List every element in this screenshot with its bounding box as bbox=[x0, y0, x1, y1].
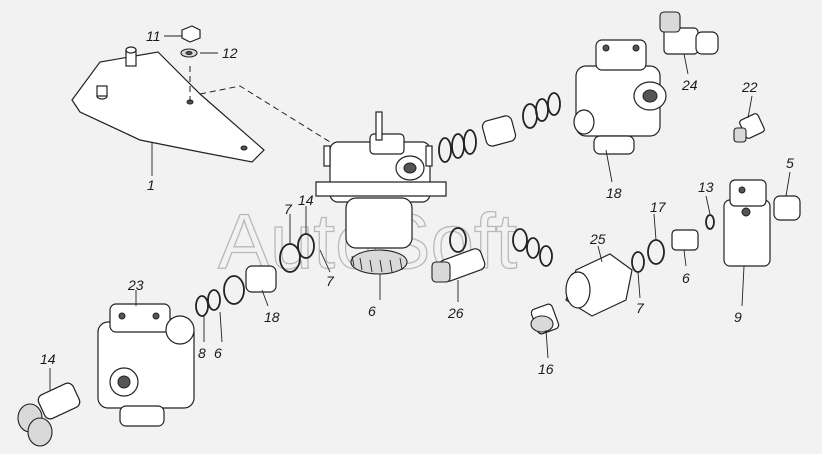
callout-17: 25 bbox=[589, 231, 606, 247]
callout-7-right: 17 bbox=[650, 199, 667, 215]
elbow-fitting bbox=[733, 113, 765, 143]
callout-18-upper: 18 bbox=[606, 185, 622, 201]
drain-plug bbox=[530, 303, 560, 335]
callout-9: 6 bbox=[682, 270, 690, 286]
right-valve-body bbox=[723, 179, 771, 267]
callout-8: 18 bbox=[264, 309, 280, 325]
leader-lines bbox=[49, 35, 791, 390]
callout-5: 5 bbox=[786, 155, 794, 171]
callout-18-lower: 23 bbox=[127, 277, 144, 293]
callout-22: 22 bbox=[741, 79, 758, 95]
right-plug bbox=[773, 195, 801, 221]
right-seal-ring bbox=[705, 214, 715, 230]
double-connector bbox=[17, 382, 81, 447]
seal-ring bbox=[631, 251, 645, 273]
left-seal-rings bbox=[195, 233, 315, 317]
callout-25: 26 bbox=[447, 305, 464, 321]
callout-6-right: 7 bbox=[636, 300, 645, 316]
callout-21: 14 bbox=[40, 351, 56, 367]
callout-11: 11 bbox=[146, 28, 161, 44]
elbow-connector bbox=[431, 248, 486, 283]
middle-seal-rings bbox=[449, 227, 553, 267]
callout-26: 6 bbox=[368, 303, 376, 319]
callout-24: 24 bbox=[681, 77, 698, 93]
callout-6-center: 7 bbox=[326, 273, 335, 289]
callout-23: 16 bbox=[538, 361, 554, 377]
lower-left-valve bbox=[97, 303, 195, 427]
nut bbox=[181, 25, 201, 43]
mounting-dash-line bbox=[199, 85, 331, 143]
upper-right-valve bbox=[573, 39, 667, 155]
tube-connector bbox=[565, 253, 633, 317]
callout-6-left: 8 bbox=[198, 345, 206, 361]
bracket-plate bbox=[71, 46, 265, 163]
callout-1: 1 bbox=[147, 177, 155, 193]
callout-14-center: 14 bbox=[298, 192, 314, 208]
upper-seal-rings bbox=[438, 92, 561, 163]
callout-13: 13 bbox=[698, 179, 714, 195]
adapter bbox=[671, 229, 699, 251]
central-valve-body bbox=[315, 111, 447, 275]
callout-labels: 11 12 1 24 22 5 13 18 17 25 6 7 9 16 26 … bbox=[40, 28, 794, 377]
tee-fitting bbox=[659, 11, 719, 55]
callout-16: 9 bbox=[734, 309, 742, 325]
callout-7-center: 7 bbox=[284, 201, 293, 217]
seal-ring bbox=[647, 239, 665, 265]
callout-12: 12 bbox=[222, 45, 238, 61]
callout-14-left: 6 bbox=[214, 345, 222, 361]
